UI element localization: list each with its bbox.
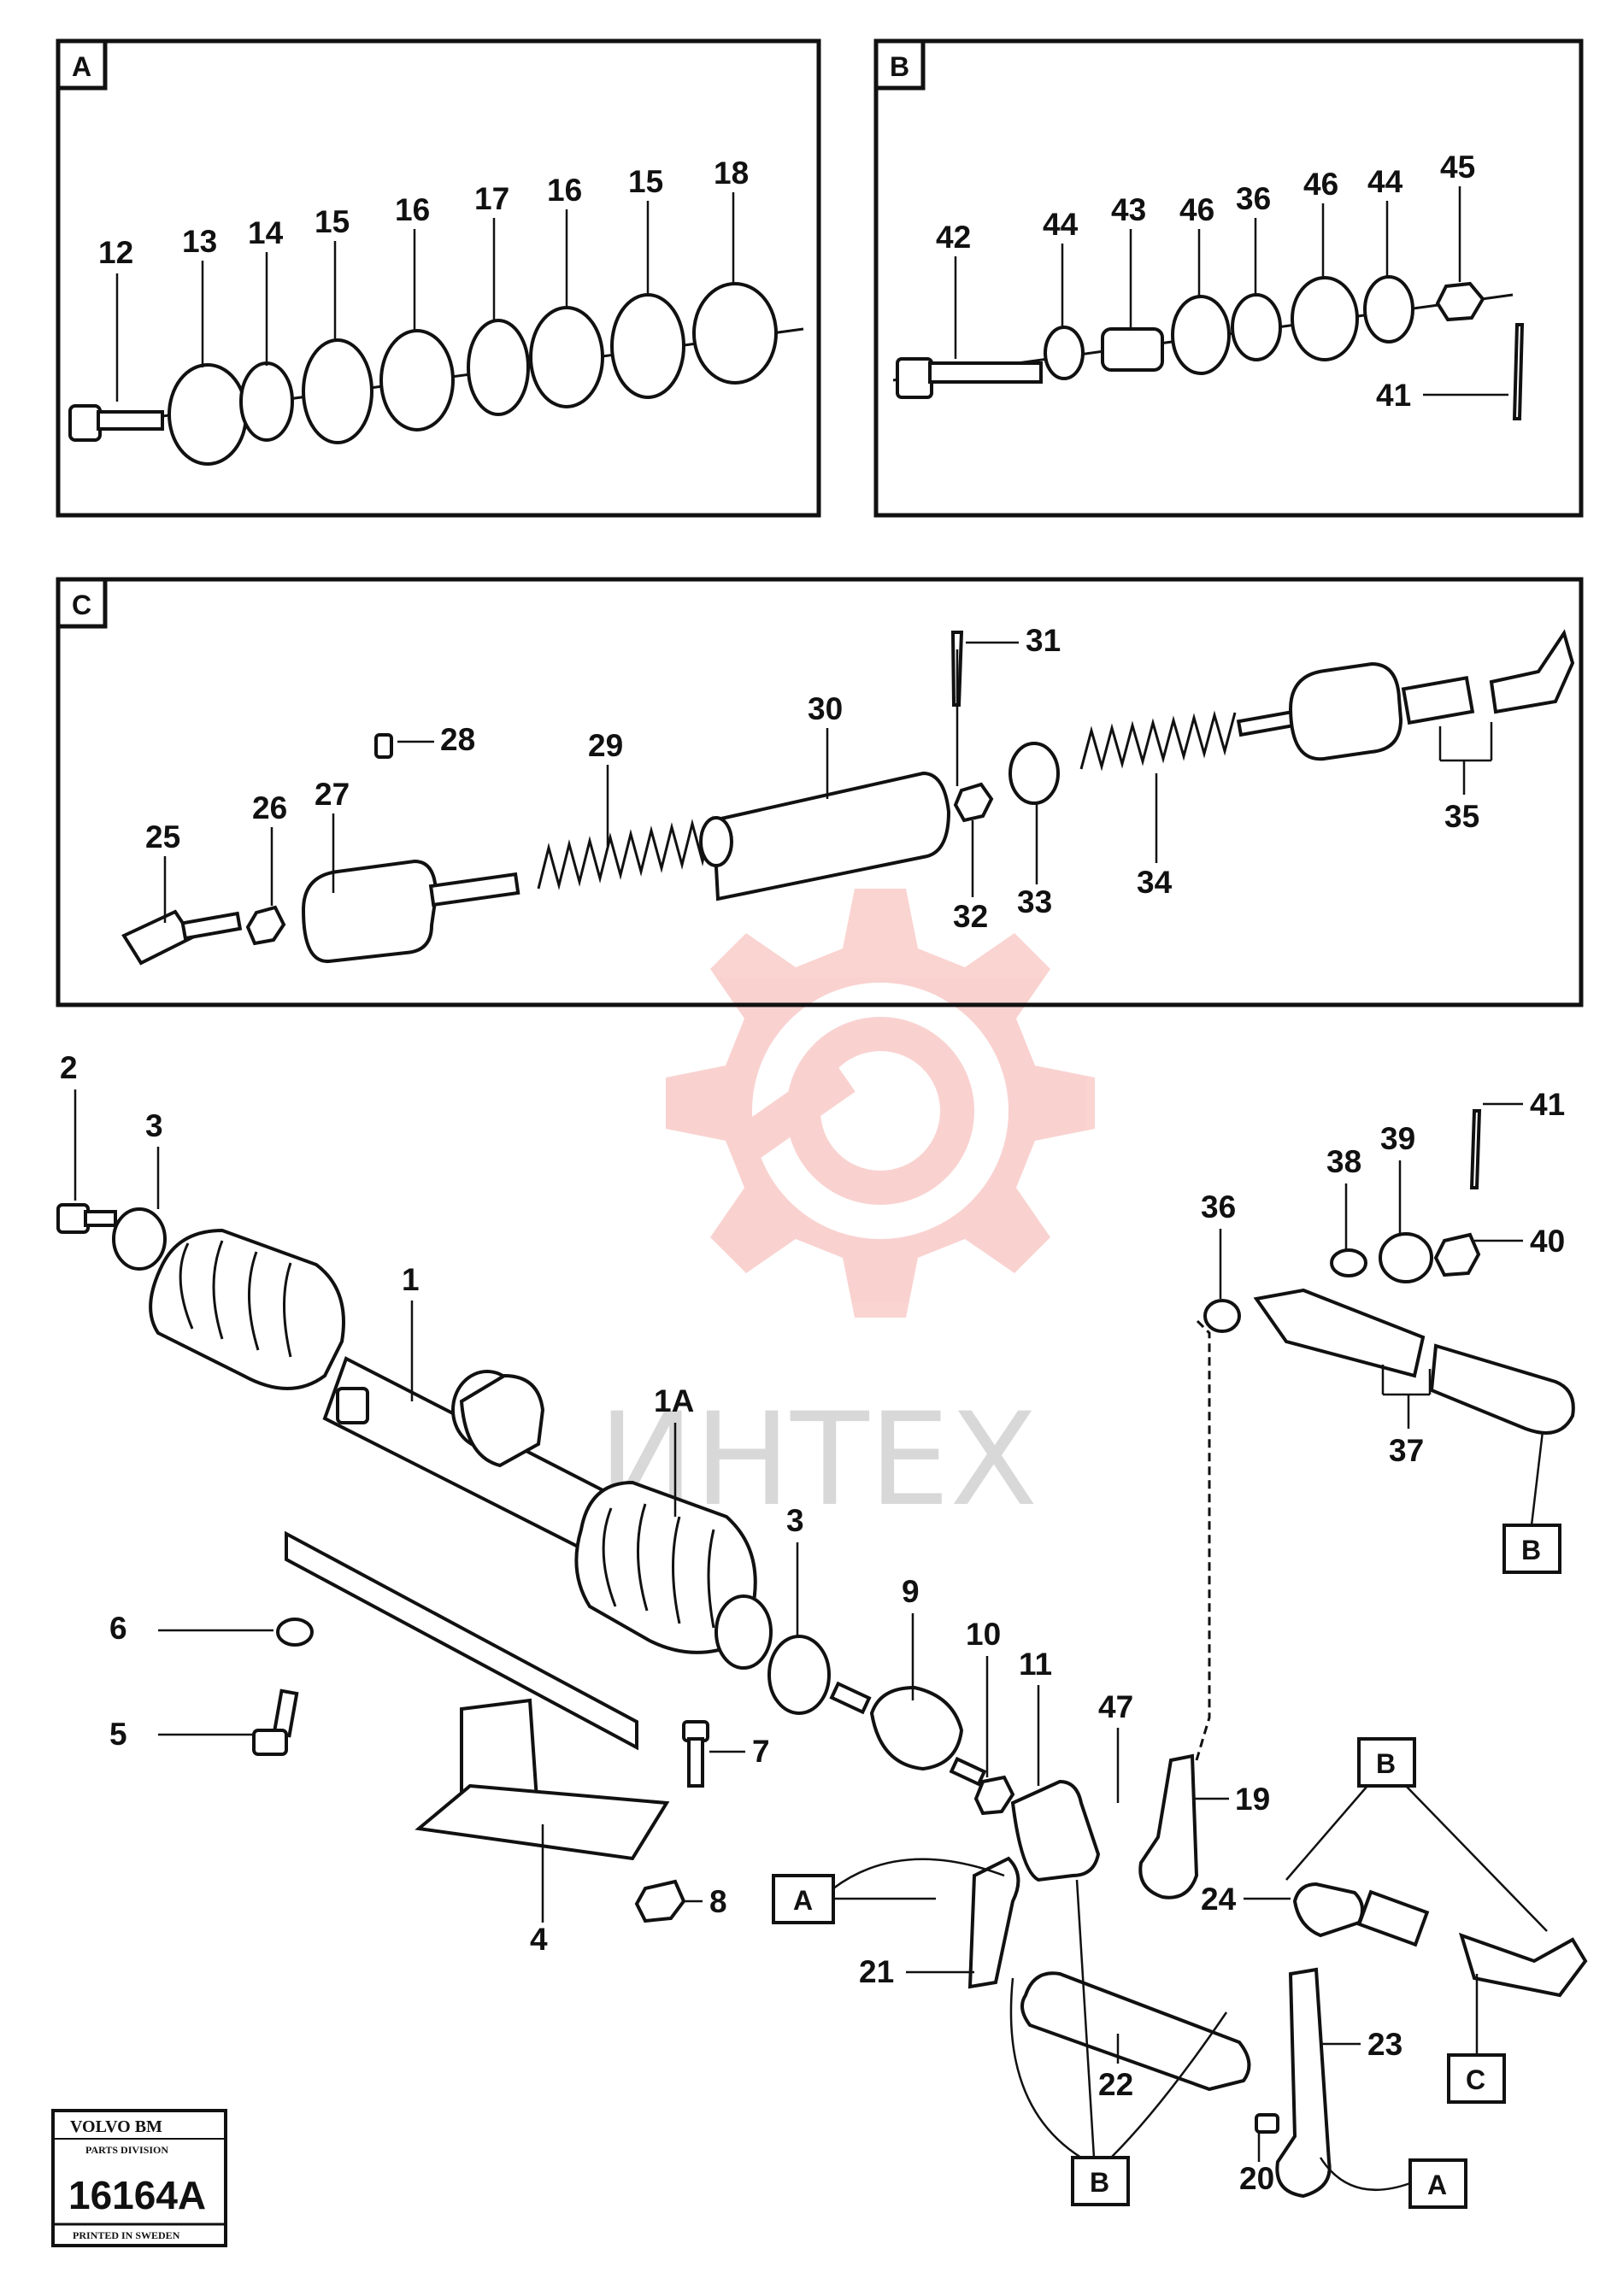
label-12: 12 <box>98 235 133 270</box>
bolt-42 <box>896 357 1043 399</box>
label-24: 24 <box>1201 1882 1237 1917</box>
label-45: 45 <box>1440 150 1475 185</box>
main-labels: 2 3 1 1A 3 9 10 11 6 5 7 8 4 47 19 36 38… <box>60 1050 1565 2196</box>
svg-text:B: B <box>1090 2167 1109 2198</box>
panel-b: B 42 44 43 46 36 46 44 45 <box>873 38 1584 518</box>
label-27: 27 <box>315 777 350 812</box>
label-36: 36 <box>1236 181 1271 216</box>
panel-a: A 12 13 14 15 16 17 16 <box>56 38 821 518</box>
label-41: 41 <box>1376 378 1411 413</box>
label-22: 22 <box>1098 2067 1133 2102</box>
label-36b: 36 <box>1201 1189 1236 1224</box>
label-42: 42 <box>936 220 971 255</box>
label-47: 47 <box>1098 1689 1133 1724</box>
label-44b: 44 <box>1367 164 1403 199</box>
label-31: 31 <box>1026 623 1061 658</box>
label-23: 23 <box>1367 2027 1402 2062</box>
label-9: 9 <box>902 1574 920 1609</box>
label-28: 28 <box>440 722 475 757</box>
label-37: 37 <box>1389 1433 1424 1468</box>
label-46: 46 <box>1179 192 1214 227</box>
label-18: 18 <box>714 156 749 191</box>
label-19: 19 <box>1235 1782 1270 1817</box>
panel-a-label: A <box>72 51 91 82</box>
label-1a: 1A <box>654 1383 694 1418</box>
label-32: 32 <box>953 899 988 934</box>
label-38: 38 <box>1326 1144 1361 1179</box>
label-46b: 46 <box>1303 167 1338 202</box>
label-6: 6 <box>109 1611 127 1646</box>
svg-text:B: B <box>1376 1748 1396 1779</box>
ref-box-a-left: A <box>772 1858 1005 1924</box>
label-14: 14 <box>248 215 284 250</box>
label-35: 35 <box>1444 799 1479 834</box>
ref-box-b-right: B <box>1285 1737 1548 1932</box>
label-13: 13 <box>182 224 217 259</box>
stamp-footer: PRINTED IN SWEDEN <box>73 2229 180 2241</box>
ref-box-c: C <box>1447 1974 1506 2104</box>
panel-c-labels: 25 26 27 28 29 30 31 32 33 34 35 <box>145 623 1493 934</box>
label-1: 1 <box>402 1262 420 1297</box>
label-15: 15 <box>315 204 350 239</box>
label-16b: 16 <box>547 173 582 208</box>
label-4: 4 <box>530 1922 548 1957</box>
svg-text:B: B <box>1521 1535 1541 1565</box>
label-3: 3 <box>145 1108 163 1143</box>
label-11: 11 <box>1019 1647 1052 1682</box>
label-29: 29 <box>588 728 623 763</box>
label-2: 2 <box>60 1050 78 1085</box>
bolt-12 <box>68 404 164 442</box>
ref-box-b-bottom: B <box>1009 1879 1228 2206</box>
label-17: 17 <box>474 181 509 216</box>
label-7: 7 <box>752 1734 770 1769</box>
label-39: 39 <box>1380 1121 1415 1156</box>
stamp-code: 16164A <box>68 2173 206 2217</box>
panel-c-label: C <box>72 590 91 620</box>
label-15b: 15 <box>628 164 663 199</box>
label-40: 40 <box>1530 1224 1565 1259</box>
panel-c: C 25 26 27 28 <box>56 577 1584 1007</box>
volvo-bm-stamp: VOLVO BM PARTS DIVISION 16164A PRINTED I… <box>51 2109 227 2247</box>
label-8: 8 <box>709 1884 727 1919</box>
svg-text:A: A <box>793 1885 813 1916</box>
stamp-division: PARTS DIVISION <box>85 2144 168 2156</box>
label-21: 21 <box>859 1954 894 1989</box>
svg-text:C: C <box>1466 2064 1485 2095</box>
label-44: 44 <box>1043 207 1079 242</box>
panel-b-label: B <box>890 51 909 82</box>
stamp-brand: VOLVO BM <box>70 2117 162 2136</box>
label-41b: 41 <box>1530 1087 1565 1122</box>
watermark-gear-logo <box>666 889 1095 1318</box>
label-5: 5 <box>109 1717 127 1752</box>
panel-a-labels: 12 13 14 15 16 17 16 15 18 <box>98 156 749 402</box>
panel-b-labels: 42 44 43 46 36 46 44 45 41 <box>936 150 1508 413</box>
label-25: 25 <box>145 819 180 854</box>
label-34: 34 <box>1137 865 1173 900</box>
label-33: 33 <box>1017 884 1052 919</box>
label-26: 26 <box>252 790 287 825</box>
label-43: 43 <box>1111 192 1146 227</box>
main-assembly <box>56 1109 1588 2199</box>
label-16: 16 <box>395 192 430 227</box>
label-10: 10 <box>966 1617 1001 1652</box>
label-20: 20 <box>1239 2161 1274 2196</box>
ref-box-b-top: B <box>1502 1430 1561 1574</box>
ref-box-a-bottom: A <box>1319 2157 1467 2209</box>
label-3b: 3 <box>786 1503 804 1538</box>
svg-text:A: A <box>1427 2170 1447 2200</box>
label-30: 30 <box>808 691 843 726</box>
